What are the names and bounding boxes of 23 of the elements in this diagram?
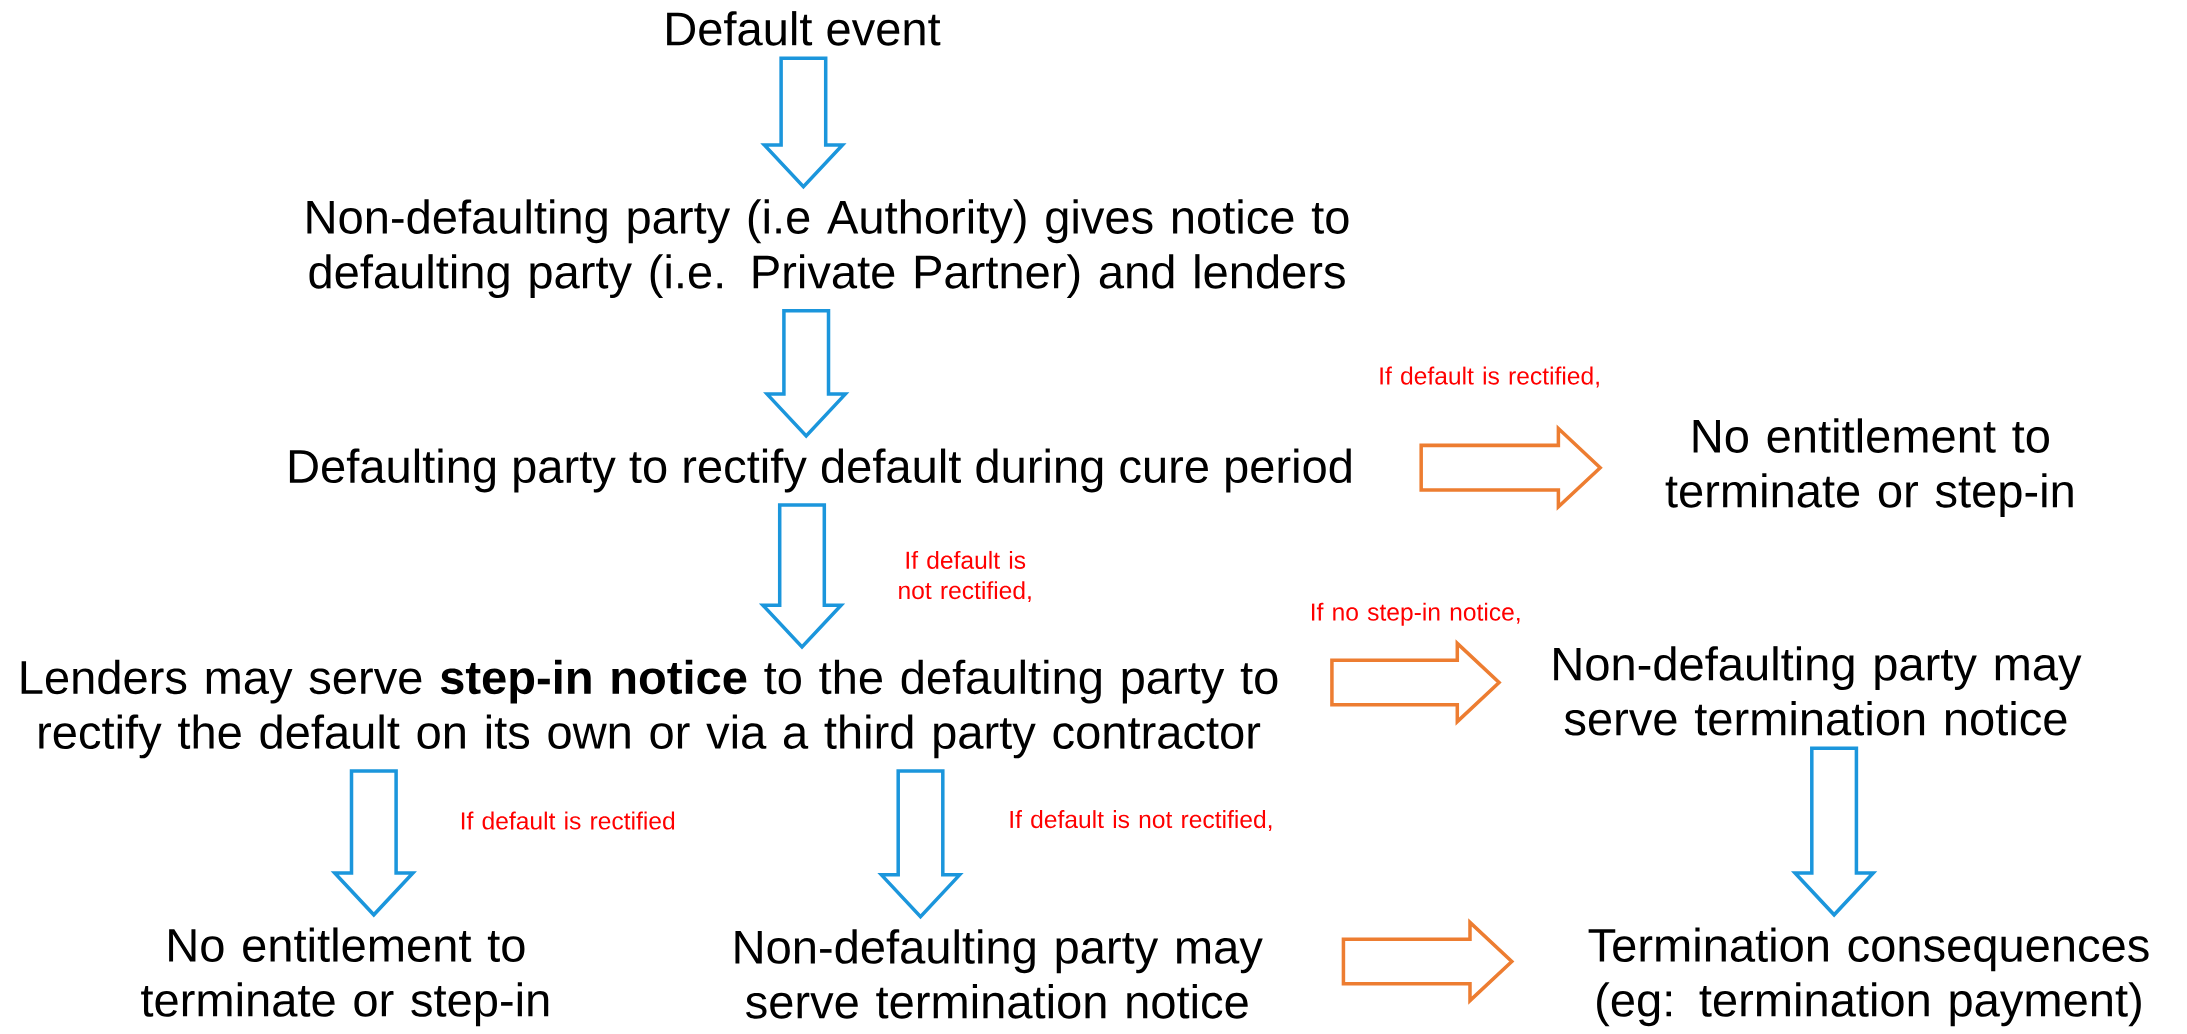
step-text: Non-defaulting party (i.e Authority) gives notice to defaulting party (i.e. Private Partner) and lenders [307, 199, 1349, 299]
edge-label: If default is rectified [461, 811, 675, 830]
step-text: No entitlement to terminate or step-in [141, 927, 549, 1027]
step-text: No entitlement to terminate or step-in [1665, 418, 2073, 518]
step-text: Defaulting party to rectify default during cure period [289, 448, 1351, 493]
step-text: Lenders may serve step-in notice to the defaulting party to rectify the default on its own or via a third party contractor [21, 659, 1278, 759]
block-arrow [877, 769, 964, 920]
block-arrow [1419, 424, 1603, 511]
block-arrow [763, 308, 850, 439]
edge-label: If no step-in notice, [1312, 602, 1520, 626]
edge-label: If default is not rectified, [899, 550, 1031, 603]
edge-label: If default is not rectified, [1010, 810, 1272, 832]
edge-label: If default is rectified, [1380, 366, 1599, 388]
block-arrow [758, 503, 846, 650]
block-arrow [1341, 918, 1515, 1005]
block-arrow [330, 769, 417, 918]
step-text: Default event [667, 11, 941, 46]
block-arrow [760, 56, 847, 190]
block-arrow [1330, 639, 1502, 726]
step-text: Termination consequences (eg: termination payment) [1588, 927, 2149, 1027]
block-arrow [1790, 746, 1878, 918]
step-text: Non-defaulting party may serve termination notice [1554, 646, 2082, 736]
step-text: Non-defaulting party may serve termination notice [735, 929, 1263, 1019]
